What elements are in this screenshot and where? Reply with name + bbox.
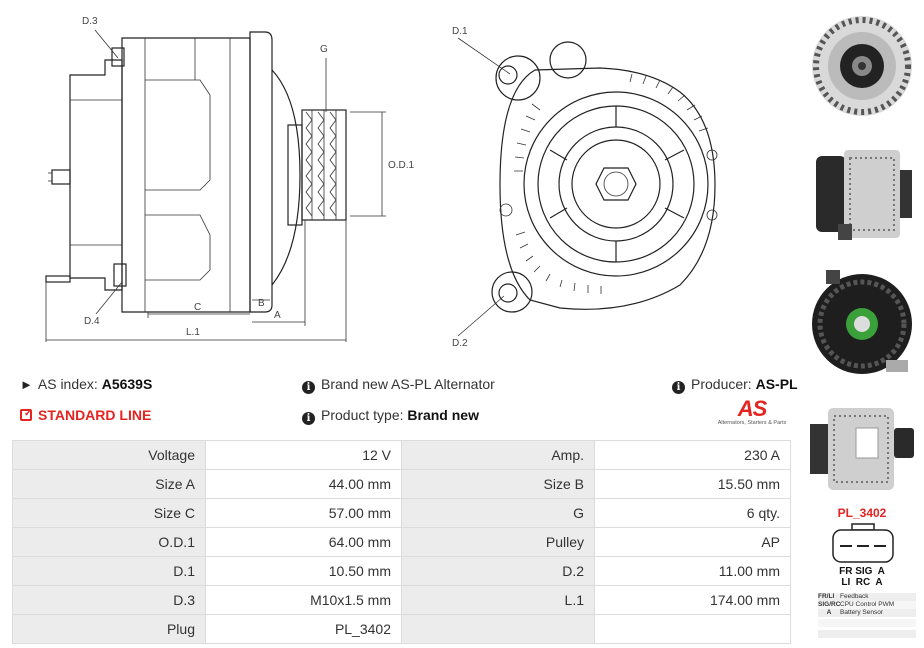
- spec-label: Voltage: [12, 440, 206, 470]
- spec-label: Size A: [12, 469, 206, 499]
- checkbox-icon: ✓: [20, 408, 32, 421]
- table-row: Size A 44.00 mm Size B 15.50 mm: [12, 469, 791, 499]
- plug-connector-icon: [832, 523, 894, 563]
- product-type-value: Brand new: [407, 407, 479, 423]
- spec-label: Pulley: [401, 527, 595, 557]
- spec-value: 57.00 mm: [205, 498, 402, 528]
- spec-value: M10x1.5 mm: [205, 585, 402, 615]
- spec-value: PL_3402: [205, 614, 402, 644]
- spec-value: 174.00 mm: [594, 585, 791, 615]
- tag-icon: ►: [20, 377, 33, 392]
- info-icon: i: [672, 381, 685, 394]
- label-d1: D.1: [452, 26, 468, 37]
- side-view-drawing: D.3 G O.D.1 D.4 C B A L.1: [45, 16, 415, 342]
- spec-value: 6 qty.: [594, 498, 791, 528]
- table-row: O.D.1 64.00 mm Pulley AP: [12, 527, 791, 557]
- spec-label: O.D.1: [12, 527, 206, 557]
- as-index: ►AS index: A5639S: [20, 376, 153, 392]
- spec-label: [401, 614, 595, 644]
- table-row: Size C 57.00 mm G 6 qty.: [12, 498, 791, 528]
- table-row: D.3 M10x1.5 mm L.1 174.00 mm: [12, 585, 791, 615]
- label-g: G: [320, 44, 328, 55]
- spec-label: D.1: [12, 556, 206, 586]
- label-c: C: [194, 302, 201, 313]
- as-index-value: A5639S: [101, 376, 153, 392]
- spec-label: Amp.: [401, 440, 595, 470]
- label-b: B: [258, 298, 265, 309]
- product-photo-rear[interactable]: [806, 260, 918, 388]
- spec-label: L.1: [401, 585, 595, 615]
- spec-value: 10.50 mm: [205, 556, 402, 586]
- product-photo-top[interactable]: [806, 394, 918, 504]
- table-row: Plug PL_3402: [12, 614, 791, 644]
- label-a: A: [274, 310, 281, 321]
- spec-value: 15.50 mm: [594, 469, 791, 499]
- plug-legend-row-empty: [818, 630, 916, 638]
- plug-code: PL_3402: [837, 506, 887, 520]
- front-view-drawing: D.1 D.2: [452, 26, 718, 349]
- spec-value: [594, 614, 791, 644]
- label-d2: D.2: [452, 338, 468, 349]
- spec-value: 12 V: [205, 440, 402, 470]
- table-row: Voltage 12 V Amp. 230 A: [12, 440, 791, 470]
- plug-pins-bottom: LI RC A: [841, 577, 883, 588]
- spec-label: Plug: [12, 614, 206, 644]
- label-d3: D.3: [82, 16, 98, 27]
- plug-legend-row-empty: [818, 619, 916, 627]
- logo-mark: AS: [737, 396, 768, 421]
- product-photo-side[interactable]: [806, 134, 918, 254]
- spec-value: 230 A: [594, 440, 791, 470]
- logo-tagline: Alternators, Starters & Parts: [717, 420, 787, 426]
- plug-pins: FR SIG A LI RC A: [806, 566, 918, 588]
- spec-value: AP: [594, 527, 791, 557]
- spec-table: Voltage 12 V Amp. 230 A Size A 44.00 mm …: [12, 440, 791, 644]
- spec-label: Size C: [12, 498, 206, 528]
- info-icon: i: [302, 381, 315, 394]
- spec-label: D.2: [401, 556, 595, 586]
- spec-value: 44.00 mm: [205, 469, 402, 499]
- info-icon: i: [302, 412, 315, 425]
- spec-label: D.3: [12, 585, 206, 615]
- table-row: D.1 10.50 mm D.2 11.00 mm: [12, 556, 791, 586]
- plug-pins-top: FR SIG A: [839, 566, 885, 577]
- spec-label: G: [401, 498, 595, 528]
- as-pl-logo: AS Alternators, Starters & Parts: [712, 396, 792, 427]
- producer-value: AS-PL: [755, 376, 798, 392]
- standard-line-badge: ✓STANDARD LINE: [20, 407, 151, 423]
- product-photo-front[interactable]: [806, 6, 918, 126]
- label-l1: L.1: [186, 327, 200, 338]
- label-d4: D.4: [84, 316, 100, 327]
- label-od1: O.D.1: [388, 160, 415, 171]
- spec-value: 11.00 mm: [594, 556, 791, 586]
- spec-label: Size B: [401, 469, 595, 499]
- spec-value: 64.00 mm: [205, 527, 402, 557]
